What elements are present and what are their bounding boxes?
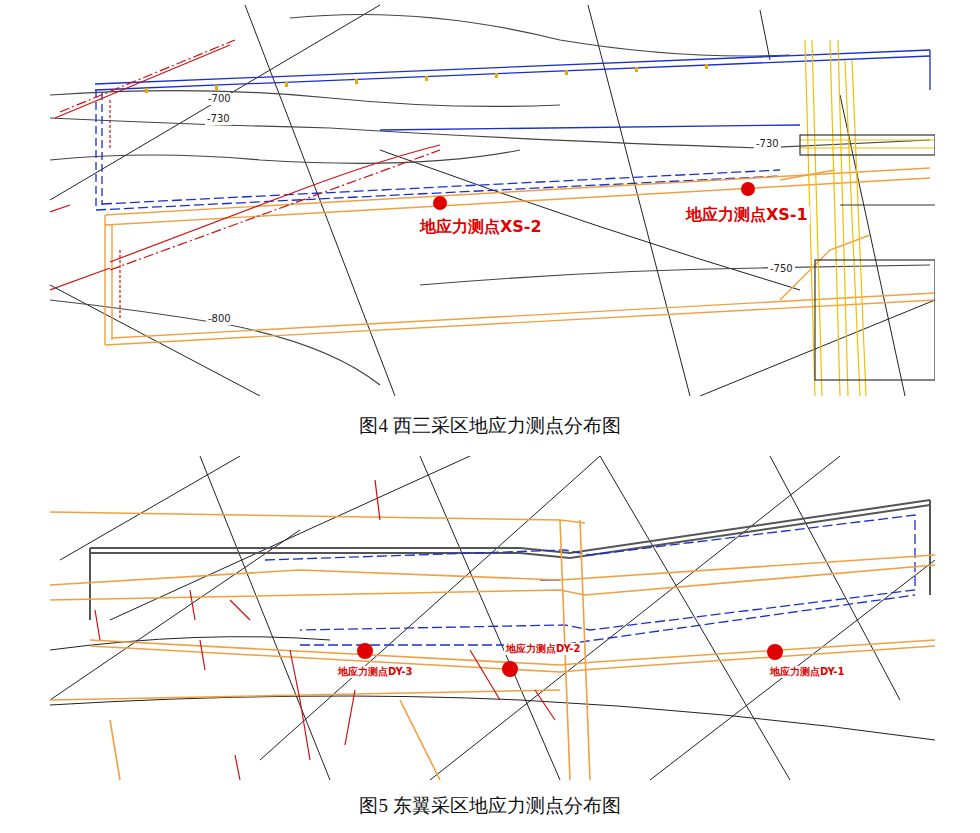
measure-point-label: 地应力测点DY-1 xyxy=(768,666,846,678)
measure-point-label: 地应力测点XS-1 xyxy=(684,206,810,224)
figure-caption: 图4 西三采区地应力测点分布图 xyxy=(357,415,622,437)
contour-value: -730 xyxy=(205,113,232,125)
contour-value: -730 xyxy=(754,138,781,150)
measure-point-label: 地应力测点DY-2 xyxy=(504,643,582,655)
figure-caption: 图5 东翼采区地应力测点分布图 xyxy=(357,795,622,817)
measure-point-label: 地应力测点XS-2 xyxy=(418,218,544,236)
contour-value: -750 xyxy=(768,263,795,275)
contour-value: -800 xyxy=(206,313,233,325)
contour-value: -700 xyxy=(206,93,233,105)
measure-point-label: 地应力测点DY-3 xyxy=(336,666,414,678)
